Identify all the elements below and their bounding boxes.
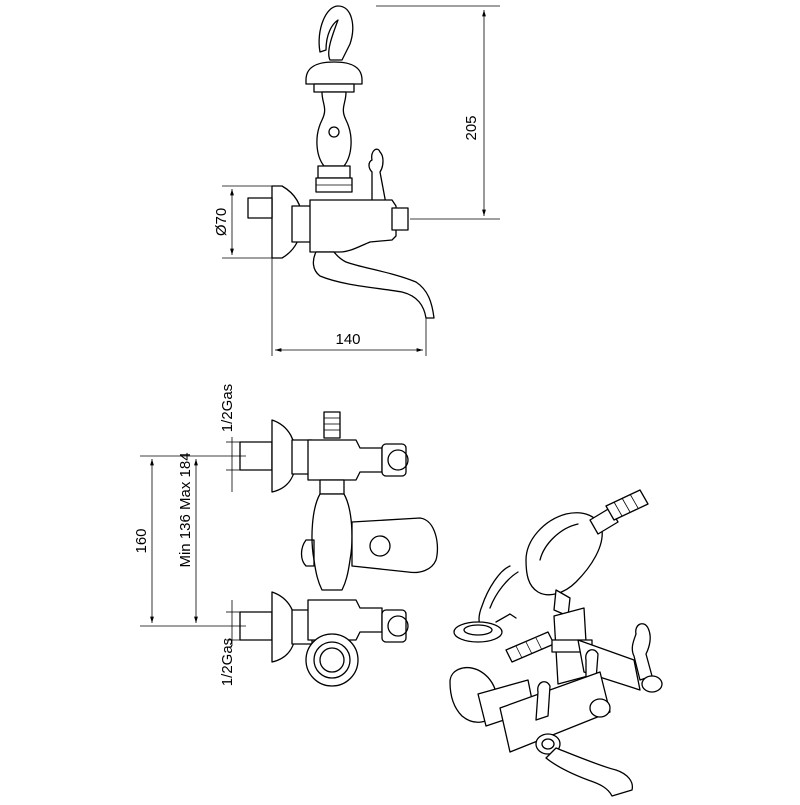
isometric-view: [449, 489, 663, 797]
top-right-knob: [381, 443, 407, 477]
shower-cup: [305, 61, 363, 85]
thread-bottom-label: 1/2Gas: [219, 638, 236, 686]
iso-shower-handle: [525, 512, 603, 596]
front-lever-disc: [369, 535, 391, 557]
hook-holder: [318, 5, 354, 61]
dim-160-label: 160: [133, 528, 150, 553]
flange-nut: [247, 197, 273, 219]
iso-right-lever: [631, 623, 653, 681]
iso-lower-knob: [535, 733, 561, 755]
front-view: 160 Min 136 Max 184 1/2Gas 1/2Gas: [133, 384, 439, 687]
bottom-right-knob-cap: [387, 615, 409, 637]
mixer-body: [309, 199, 397, 253]
spout: [312, 251, 435, 319]
iso-middle-hose: [505, 631, 555, 663]
shower-handle: [316, 91, 352, 167]
top-right-knob-cap: [387, 449, 409, 471]
front-lever: [351, 517, 439, 574]
column-body: [311, 493, 353, 591]
iso-left-lever: [535, 681, 551, 721]
column-left-stop: [300, 539, 315, 567]
handle-dot: [328, 126, 340, 138]
dim-205-label: 205: [463, 115, 480, 140]
iso-main-cap: [589, 698, 611, 718]
iso-ribbed-hose: [605, 489, 649, 521]
dim-range-label: Min 136 Max 184: [177, 452, 194, 567]
handle-collar: [317, 165, 351, 179]
top-hose-connector: [323, 411, 341, 439]
iso-main-body: [499, 671, 611, 753]
lever-handle: [368, 148, 387, 205]
shower-ring: [313, 83, 355, 93]
side-view: 205 Ø70 140: [213, 5, 500, 356]
bottom-right-knob: [381, 609, 407, 643]
bottom-body: [307, 599, 383, 641]
top-body: [307, 439, 383, 481]
spout-outlet-core: [319, 647, 345, 673]
thread-top-label: 1/2Gas: [219, 384, 236, 432]
column-collar: [319, 479, 345, 495]
dim-70-label: Ø70: [213, 208, 230, 236]
body-cap: [391, 207, 409, 231]
iso-right-cap: [641, 675, 663, 693]
dim-140-label: 140: [335, 331, 360, 348]
iso-spout: [545, 747, 634, 797]
spout-outlet-inner: [313, 641, 351, 679]
